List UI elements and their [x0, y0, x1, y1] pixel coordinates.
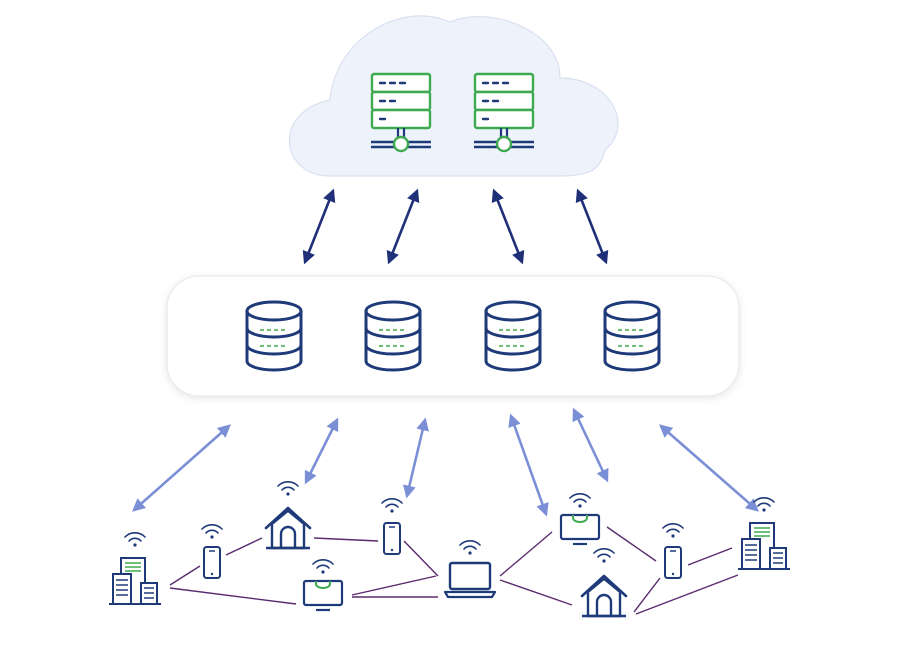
monitor-icon — [559, 513, 601, 546]
link — [351, 575, 437, 596]
link — [687, 547, 733, 566]
edge-layer — [166, 275, 740, 397]
link — [499, 531, 553, 577]
arrow-edge-device-3 — [403, 417, 429, 499]
link — [225, 537, 263, 556]
house-icon — [580, 574, 628, 618]
monitor-icon — [302, 579, 344, 612]
arrow-edge-device-1 — [132, 424, 231, 512]
edge-database-1-icon — [245, 300, 303, 372]
arrow-cloud-edge-1 — [302, 188, 336, 265]
arrow-edge-device-6 — [659, 424, 759, 512]
arrow-cloud-edge-2 — [386, 188, 420, 265]
wifi-icon — [312, 558, 334, 575]
device-building-left — [108, 531, 162, 605]
link — [169, 587, 297, 605]
device-building-right — [737, 496, 791, 570]
house-icon — [264, 506, 312, 550]
wifi-icon — [459, 539, 481, 556]
wifi-icon — [569, 492, 591, 509]
link — [313, 537, 379, 542]
arrow-cloud-edge-3 — [491, 188, 525, 265]
edge-database-3-icon — [484, 300, 542, 372]
smartphone-icon — [383, 522, 401, 555]
edge-database-2-icon — [364, 300, 422, 372]
device-phone-1 — [201, 523, 223, 579]
wifi-icon — [124, 531, 146, 548]
device-home-2 — [580, 547, 628, 618]
cloud-edge-arrows — [302, 188, 609, 265]
edge-database-4-icon — [603, 300, 661, 372]
arrow-edge-device-4 — [508, 413, 549, 517]
wifi-icon — [593, 547, 615, 564]
device-phone-3 — [662, 522, 684, 579]
smartphone-icon — [664, 546, 682, 579]
wifi-icon — [201, 523, 223, 540]
office-building-icon — [108, 557, 162, 605]
arrow-edge-device-2 — [304, 417, 339, 485]
device-phone-2 — [381, 497, 403, 555]
wifi-icon — [277, 480, 299, 497]
device-tv-2 — [559, 492, 601, 546]
cloud-layer — [288, 15, 619, 177]
wifi-icon — [381, 497, 403, 514]
arrow-edge-device-5 — [572, 407, 609, 483]
link — [633, 577, 661, 613]
office-building-icon — [737, 522, 791, 570]
device-layer — [108, 480, 791, 618]
device-home-1 — [264, 480, 312, 550]
cloud-shape — [288, 15, 619, 177]
link — [606, 526, 657, 562]
edge-panel — [166, 275, 740, 397]
arrow-cloud-edge-4 — [575, 188, 609, 265]
link — [499, 579, 573, 606]
link — [635, 574, 739, 615]
smartphone-icon — [203, 546, 221, 579]
link — [169, 565, 201, 586]
device-laptop — [443, 539, 497, 599]
device-tv-1 — [302, 558, 344, 612]
edge-device-arrows — [132, 407, 759, 517]
link — [403, 540, 439, 577]
wifi-icon — [662, 522, 684, 539]
device-links — [169, 526, 739, 615]
laptop-icon — [443, 561, 497, 599]
